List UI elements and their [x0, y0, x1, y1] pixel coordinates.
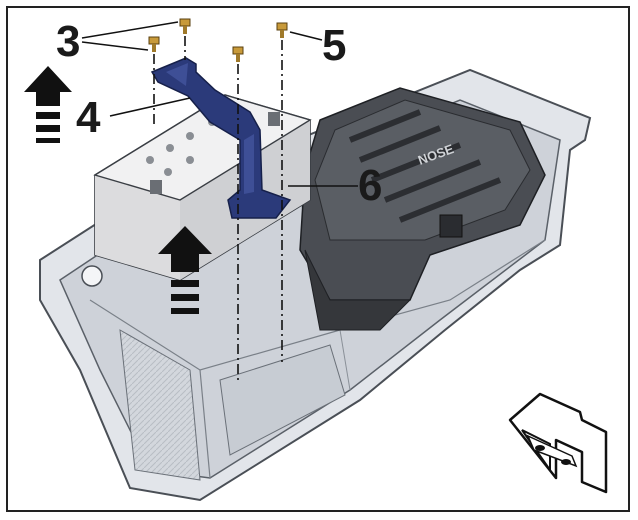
vehicle-direction-icon: [508, 392, 608, 494]
battery-terminal-negative: [150, 180, 162, 194]
up-arrow-icon: [158, 226, 212, 314]
electronics-unit: NOSE: [299, 87, 546, 331]
retaining-bracket: [150, 57, 292, 219]
callout-6: 6: [358, 161, 382, 210]
callout-5: 5: [322, 21, 346, 70]
bolt-icon: [148, 18, 288, 62]
battery-terminal-positive: [268, 112, 280, 126]
alignment-lines: [153, 36, 283, 380]
up-arrow-icon: [24, 66, 72, 143]
callout-3: 3: [56, 17, 80, 66]
leader-lines: [81, 21, 358, 187]
callout-4: 4: [76, 93, 101, 142]
